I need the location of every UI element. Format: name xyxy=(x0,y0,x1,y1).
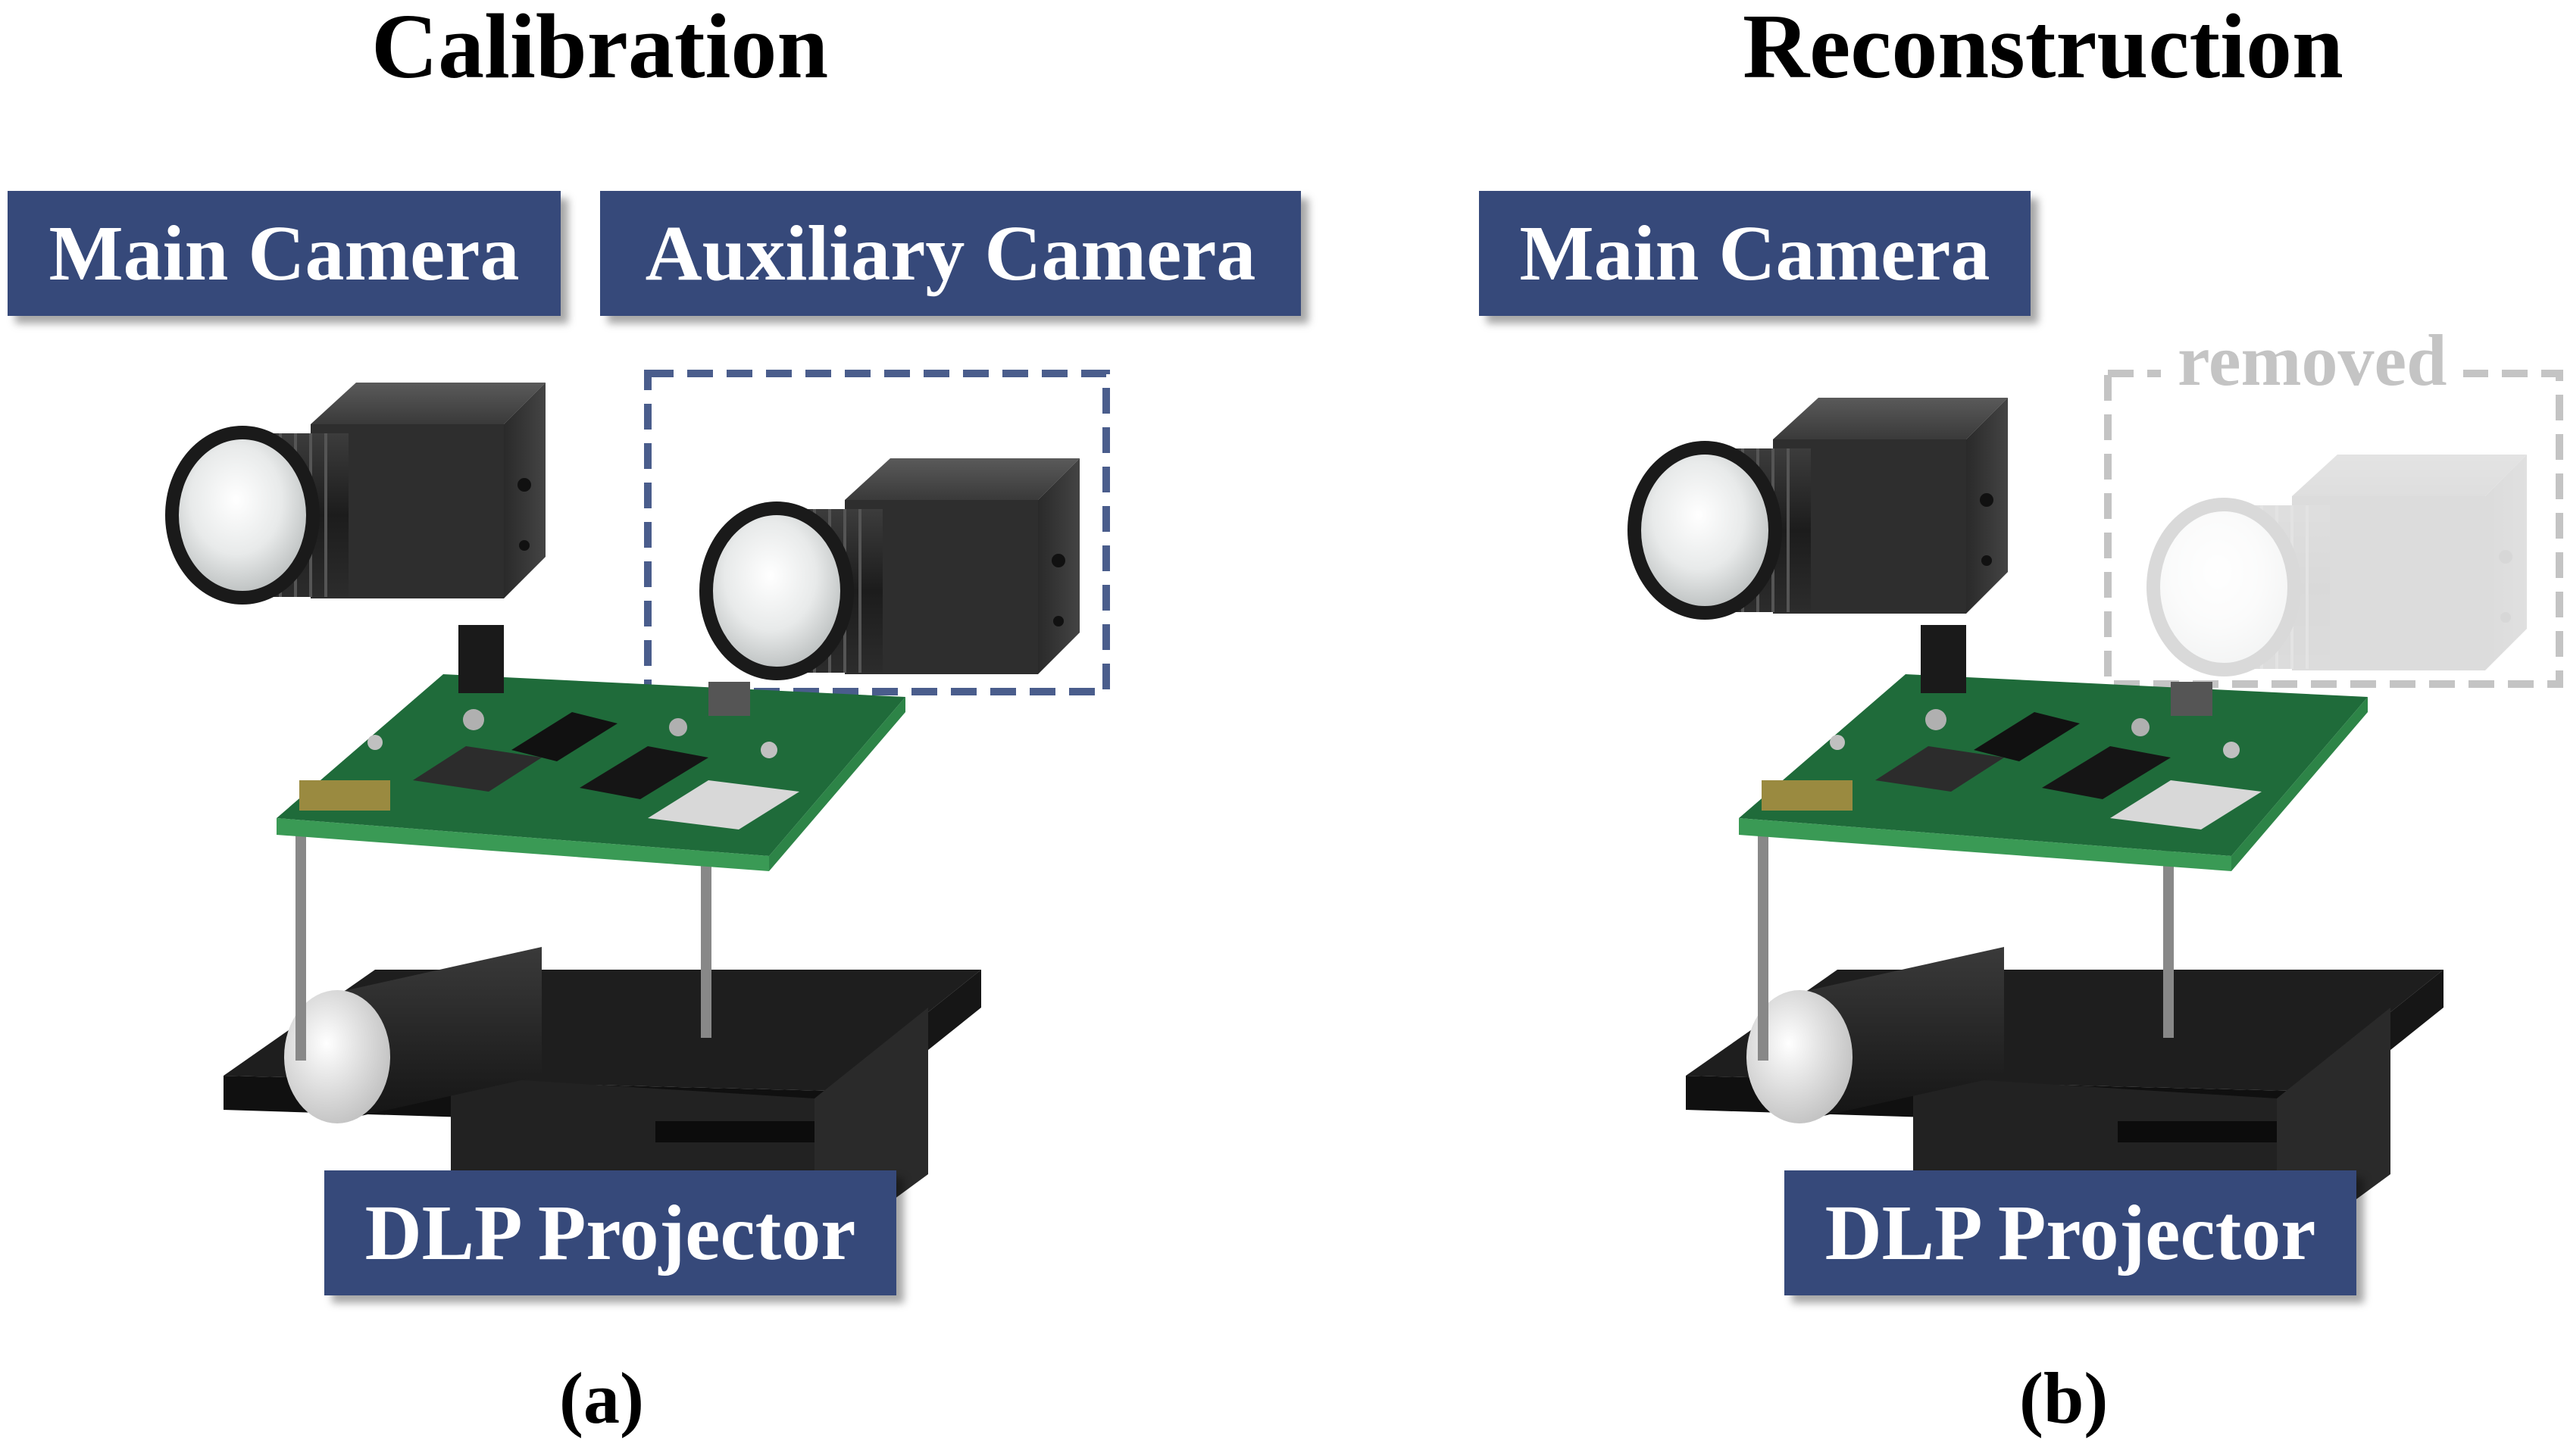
auxiliary-camera-icon xyxy=(698,457,1081,682)
main-camera-label: Main Camera xyxy=(1479,191,2031,316)
panel-b-caption: (b) xyxy=(2019,1358,2109,1439)
panel-b-title: Reconstruction xyxy=(1743,0,2343,98)
removed-camera-icon xyxy=(2145,453,2528,678)
dlp-projector-label: DLP Projector xyxy=(324,1170,896,1295)
removed-dashed-box xyxy=(2104,370,2563,688)
dlp-projector-icon xyxy=(1686,625,2443,1258)
main-camera-icon xyxy=(164,381,547,606)
panel-a-caption: (a) xyxy=(559,1358,644,1439)
main-camera-icon xyxy=(1626,396,2009,621)
panel-a-title: Calibration xyxy=(371,0,829,98)
removed-note: removed xyxy=(2161,318,2464,402)
dlp-projector-label: DLP Projector xyxy=(1784,1170,2356,1295)
dlp-projector-icon xyxy=(224,625,981,1258)
auxiliary-camera-label: Auxiliary Camera xyxy=(600,191,1301,316)
main-camera-label: Main Camera xyxy=(8,191,561,316)
auxiliary-camera-dashed-box xyxy=(644,370,1110,695)
